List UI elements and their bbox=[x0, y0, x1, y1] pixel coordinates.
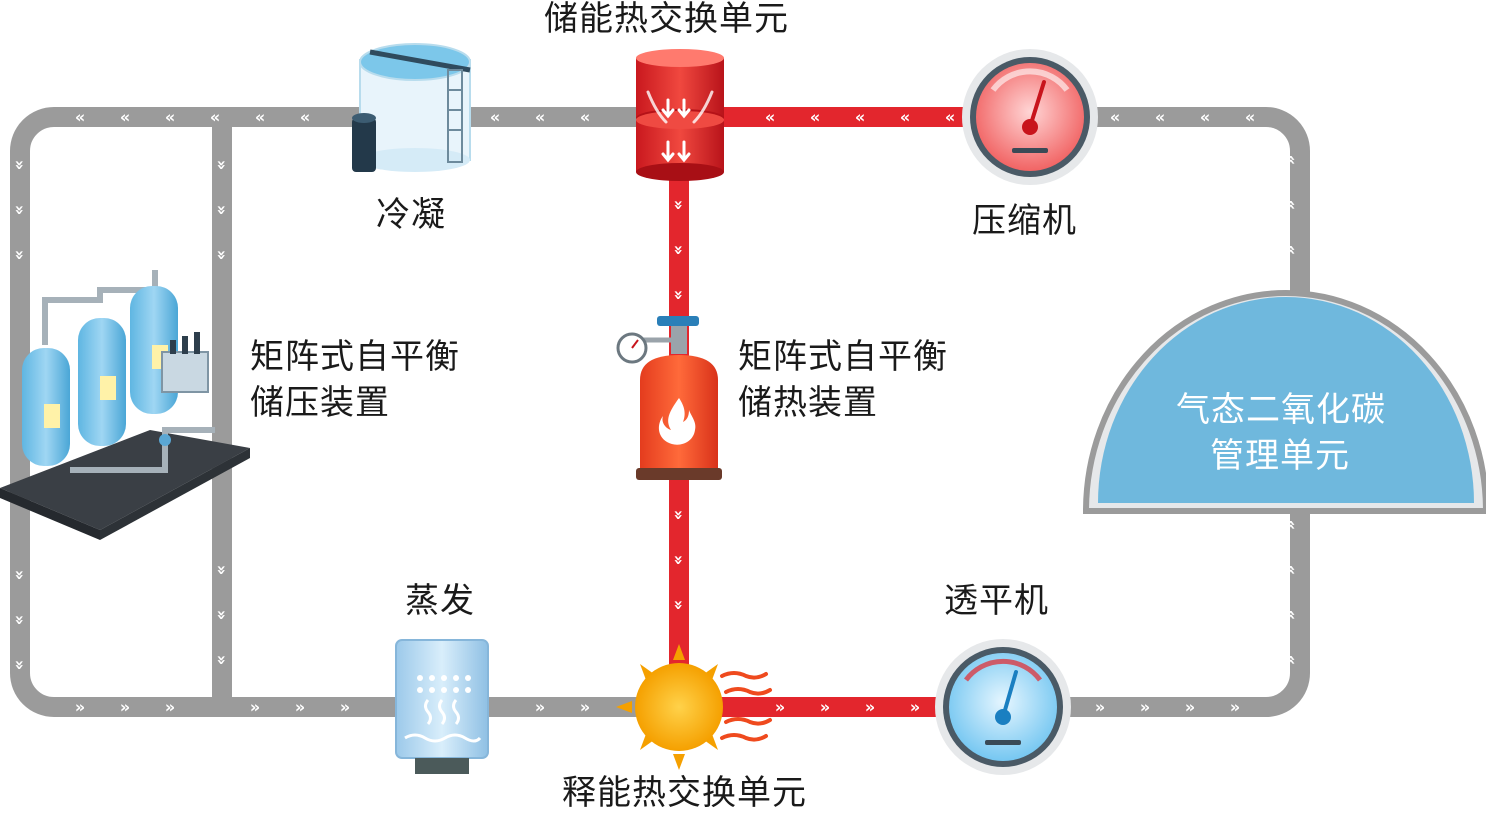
svg-text:»: » bbox=[670, 555, 689, 565]
flow-chevrons: ««« ««« ««« «««« ««« «« »»» »»» »» »»»» … bbox=[75, 108, 1255, 717]
evaporator-unit-icon bbox=[395, 639, 489, 774]
svg-text:«: « bbox=[900, 108, 910, 127]
svg-text:«: « bbox=[210, 108, 220, 127]
svg-text:»: » bbox=[340, 698, 350, 717]
svg-text:«: « bbox=[1110, 108, 1120, 127]
svg-text:»: » bbox=[250, 698, 260, 717]
svg-text:»: » bbox=[535, 698, 545, 717]
svg-text:»: » bbox=[910, 698, 920, 717]
svg-text:»: » bbox=[75, 698, 85, 717]
svg-text:«: « bbox=[810, 108, 820, 127]
svg-text:»: » bbox=[1230, 698, 1240, 717]
svg-text:»: » bbox=[120, 698, 130, 717]
sun-heater-icon bbox=[616, 644, 772, 770]
vertical-chevrons: » » » » » » » » » » » » » » » » » » » » … bbox=[11, 155, 1300, 670]
svg-text:«: « bbox=[1200, 108, 1210, 127]
svg-text:»: » bbox=[1281, 655, 1300, 665]
svg-text:«: « bbox=[255, 108, 265, 127]
svg-text:»: » bbox=[670, 200, 689, 210]
svg-text:»: » bbox=[1281, 520, 1300, 530]
svg-text:»: » bbox=[670, 245, 689, 255]
svg-text:»: » bbox=[11, 160, 30, 170]
svg-text:»: » bbox=[670, 510, 689, 520]
condense-label: 冷凝 bbox=[376, 195, 446, 235]
heat-storage-label-line2: 储热装置 bbox=[738, 383, 878, 423]
co2-mgmt-label-line1: 气态二氧化碳 bbox=[1176, 390, 1386, 430]
svg-text:«: « bbox=[855, 108, 865, 127]
svg-text:«: « bbox=[75, 108, 85, 127]
blue-pressure-gauge-icon bbox=[935, 639, 1071, 775]
svg-text:»: » bbox=[1281, 155, 1300, 165]
svg-text:«: « bbox=[765, 108, 775, 127]
compressor-label: 压缩机 bbox=[972, 201, 1077, 241]
svg-text:»: » bbox=[11, 205, 30, 215]
svg-text:»: » bbox=[11, 615, 30, 625]
expander-label: 透平机 bbox=[944, 581, 1049, 621]
svg-text:»: » bbox=[1095, 698, 1105, 717]
svg-text:«: « bbox=[300, 108, 310, 127]
svg-text:»: » bbox=[213, 250, 232, 260]
svg-text:«: « bbox=[490, 108, 500, 127]
svg-text:»: » bbox=[865, 698, 875, 717]
svg-text:»: » bbox=[213, 565, 232, 575]
svg-text:«: « bbox=[1155, 108, 1165, 127]
condenser-tower-icon bbox=[352, 43, 471, 172]
blue-tank-array-icon bbox=[0, 270, 250, 540]
svg-text:«: « bbox=[120, 108, 130, 127]
svg-text:«: « bbox=[1245, 108, 1255, 127]
svg-text:»: » bbox=[1140, 698, 1150, 717]
svg-text:»: » bbox=[1185, 698, 1195, 717]
svg-text:»: » bbox=[670, 290, 689, 300]
svg-text:»: » bbox=[213, 160, 232, 170]
svg-text:»: » bbox=[1281, 245, 1300, 255]
red-gas-cylinder-icon bbox=[616, 316, 722, 480]
svg-text:»: » bbox=[11, 660, 30, 670]
svg-text:»: » bbox=[775, 698, 785, 717]
svg-text:»: » bbox=[820, 698, 830, 717]
red-pressure-gauge-icon bbox=[962, 49, 1098, 185]
red-heat-exchanger-icon bbox=[636, 49, 724, 181]
pressure-storage-label-line1: 矩阵式自平衡 bbox=[250, 337, 460, 377]
storage-hx-label: 储能热交换单元 bbox=[544, 0, 789, 39]
pressure-storage-label-line2: 储压装置 bbox=[250, 383, 390, 423]
svg-text:»: » bbox=[580, 698, 590, 717]
svg-text:»: » bbox=[213, 205, 232, 215]
svg-text:»: » bbox=[213, 655, 232, 665]
co2-mgmt-label-line2: 管理单元 bbox=[1210, 436, 1350, 476]
release-hx-label: 释能热交换单元 bbox=[562, 773, 807, 813]
svg-text:»: » bbox=[1281, 200, 1300, 210]
svg-text:»: » bbox=[295, 698, 305, 717]
evaporate-label: 蒸发 bbox=[405, 581, 475, 621]
svg-text:»: » bbox=[213, 610, 232, 620]
svg-text:»: » bbox=[1281, 565, 1300, 575]
svg-text:«: « bbox=[535, 108, 545, 127]
svg-text:»: » bbox=[670, 600, 689, 610]
svg-text:»: » bbox=[165, 698, 175, 717]
svg-text:«: « bbox=[580, 108, 590, 127]
svg-text:«: « bbox=[165, 108, 175, 127]
svg-text:»: » bbox=[11, 250, 30, 260]
co2-management-dome bbox=[1082, 290, 1486, 514]
heat-storage-label-line1: 矩阵式自平衡 bbox=[738, 337, 948, 377]
svg-text:»: » bbox=[11, 570, 30, 580]
svg-text:»: » bbox=[1281, 610, 1300, 620]
svg-text:«: « bbox=[945, 108, 955, 127]
